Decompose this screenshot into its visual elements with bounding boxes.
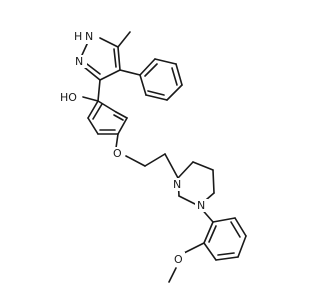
bond bbox=[125, 155, 146, 167]
bond bbox=[139, 74, 147, 96]
bond bbox=[230, 221, 241, 238]
atom-label-pyrazole-n: N bbox=[75, 55, 83, 68]
atom-label-piperazine-n1: N bbox=[173, 178, 181, 191]
bond bbox=[139, 58, 156, 76]
atom-labels: N H N HO O N N O bbox=[58, 30, 208, 266]
chemical-structure-drawing: N H N HO O N N O bbox=[58, 30, 247, 283]
bond bbox=[83, 66, 101, 81]
bond bbox=[147, 90, 165, 96]
bond bbox=[119, 69, 141, 76]
bond bbox=[177, 161, 194, 179]
methoxyphenyl-ring bbox=[168, 205, 247, 283]
bond bbox=[215, 256, 239, 261]
atom-label-hydroxyl: HO bbox=[60, 91, 77, 104]
bond bbox=[145, 94, 168, 101]
bond bbox=[237, 235, 247, 258]
bond bbox=[154, 58, 177, 65]
bond bbox=[117, 46, 121, 71]
bond bbox=[144, 153, 166, 167]
bond bbox=[166, 84, 183, 101]
bond bbox=[97, 79, 101, 102]
atom-label-piperazine-n2: N bbox=[197, 199, 205, 212]
atom-label-ether-oxygen: O bbox=[113, 147, 122, 160]
ethoxy-linker bbox=[125, 153, 179, 179]
bond bbox=[144, 63, 158, 77]
atom-label-nh: N bbox=[85, 30, 93, 43]
bond bbox=[212, 169, 215, 194]
methyl-bond bbox=[117, 31, 131, 48]
bond bbox=[203, 242, 217, 261]
bond bbox=[82, 96, 99, 102]
bond bbox=[99, 37, 119, 48]
bond bbox=[87, 117, 99, 135]
methyl-bond bbox=[168, 267, 177, 283]
bond bbox=[183, 242, 205, 254]
bond bbox=[117, 117, 128, 135]
bond bbox=[99, 69, 121, 81]
bond bbox=[87, 100, 99, 119]
bond bbox=[217, 252, 235, 256]
bond bbox=[115, 133, 119, 149]
atom-label-methoxy-oxygen: O bbox=[174, 253, 183, 266]
bond bbox=[92, 103, 103, 120]
bond bbox=[86, 63, 101, 75]
bond bbox=[113, 114, 124, 121]
phenyl-ring bbox=[119, 58, 183, 101]
bond bbox=[192, 161, 214, 171]
bond bbox=[81, 41, 89, 56]
phenol-ring bbox=[82, 79, 128, 149]
bond bbox=[115, 111, 128, 119]
bond bbox=[164, 153, 179, 179]
bond bbox=[113, 48, 117, 68]
bond bbox=[234, 217, 247, 237]
pyrazole-ring bbox=[81, 31, 131, 81]
bond bbox=[203, 221, 214, 244]
atom-label-nh-h: H bbox=[74, 30, 82, 43]
bond bbox=[171, 67, 178, 86]
bond bbox=[97, 100, 117, 113]
bond bbox=[208, 225, 217, 243]
bond bbox=[212, 217, 236, 223]
bond bbox=[175, 63, 183, 86]
